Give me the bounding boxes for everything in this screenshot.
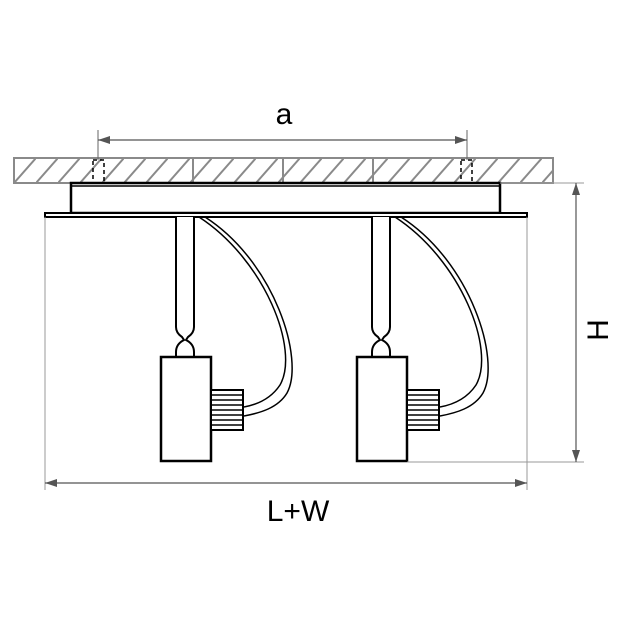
dimension-height <box>407 182 584 463</box>
ceiling-slab <box>13 157 554 184</box>
spotlight-left <box>159 216 293 463</box>
mounting-base <box>44 181 528 218</box>
dimension-a <box>97 130 468 160</box>
spotlight-right <box>355 215 490 463</box>
dimension-height-label: H <box>582 319 615 341</box>
dimension-length-label: L+W <box>267 495 330 528</box>
dimension-a-label: a <box>276 98 293 131</box>
dimension-length <box>44 217 528 490</box>
